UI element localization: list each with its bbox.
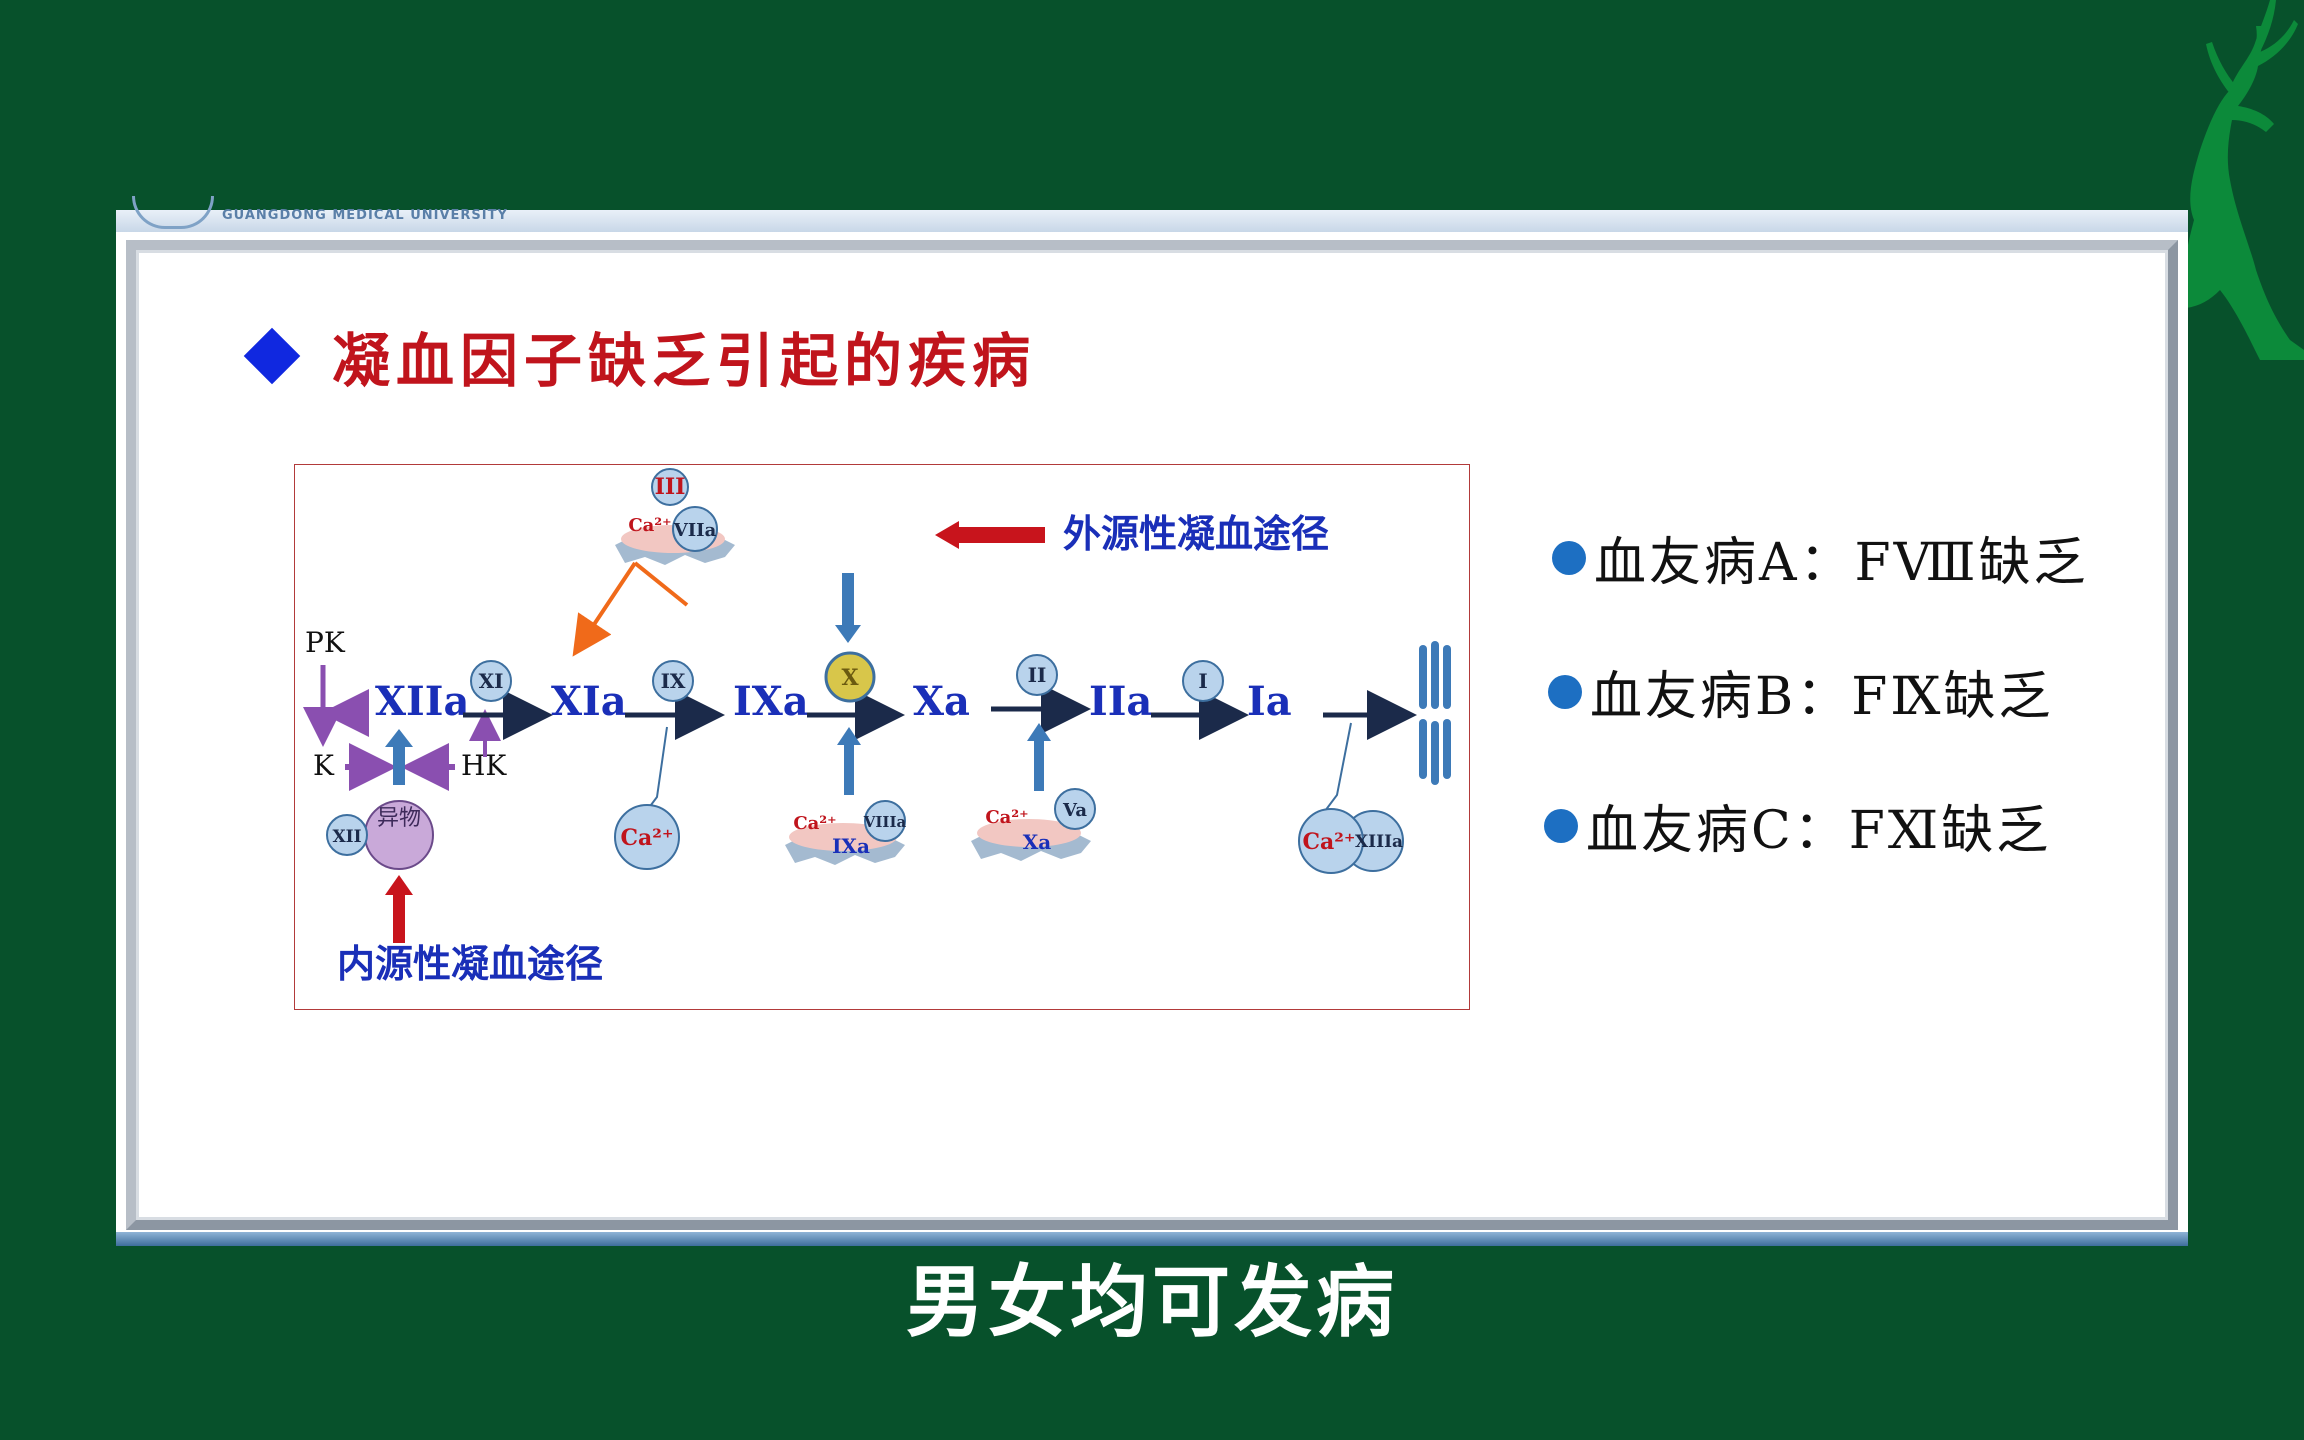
list-item: 血友病A：FⅧ缺乏	[1552, 520, 2089, 595]
factor-IX: IX	[661, 669, 686, 693]
slide-title-text: 凝血因子缺乏引起的疾病	[332, 327, 1037, 395]
list-item: 血友病C：FⅪ缺乏	[1544, 788, 2051, 863]
bullet-dot-icon	[1548, 674, 1582, 709]
factor-XI: XI	[479, 669, 504, 693]
chain-IIa: IIa	[1089, 678, 1152, 725]
deer-logo-icon	[2183, 0, 2304, 360]
extrinsic-to-IX-arrow	[633, 561, 689, 607]
factor-K: K	[313, 749, 335, 782]
list-item: 血友病B：FⅨ缺乏	[1548, 654, 2053, 729]
extrinsic-pathway-label: 外源性凝血途径	[1063, 511, 1329, 556]
factor-Va: Va	[1062, 800, 1087, 821]
video-caption: 男女均可发病	[905, 1258, 1398, 1348]
university-name: GUANGDONG MEDICAL UNIVERSITY	[222, 208, 508, 223]
calcium-prothrombinase: Ca²⁺	[985, 807, 1028, 828]
factor-I: I	[1198, 669, 1207, 693]
calcium-fibrin: Ca²⁺	[1302, 829, 1355, 855]
foreign-body-label: 异物	[377, 806, 421, 831]
factor-Xa-small: Xa	[1023, 830, 1052, 854]
chain-Ia: Ia	[1247, 678, 1292, 725]
chain-XIa: XIa	[551, 678, 627, 725]
slide-bottom-bar	[116, 1232, 2188, 1246]
bullet-dot-icon	[1552, 540, 1586, 575]
factor-X: X	[841, 665, 859, 691]
slide-header-strip	[116, 210, 2188, 232]
coagulation-diagram-svg: III VIIa Ca²⁺ 外源性凝血途径 PK K HK 异物 XII	[303, 468, 1451, 986]
hemophilia-c-text: 血友病C：FⅪ缺乏	[1586, 801, 2052, 861]
slide-title: 凝血因子缺乏引起的疾病	[242, 316, 1036, 396]
factor-PK: PK	[305, 626, 346, 659]
factor-IXa-small: IXa	[832, 834, 870, 858]
chain-Xa: Xa	[913, 678, 970, 725]
factor-III: III	[655, 474, 686, 500]
factor-II: II	[1028, 663, 1047, 687]
chain-XIIa: XIIa	[375, 678, 469, 725]
diamond-bullet-icon	[243, 327, 301, 385]
factor-VIIIa: VIIIa	[863, 813, 907, 831]
hemophilia-b-text: 血友病B：FⅨ缺乏	[1590, 667, 2054, 727]
calcium-top: Ca²⁺	[628, 515, 671, 536]
bullet-dot-icon	[1544, 808, 1578, 843]
chain-IXa: IXa	[733, 678, 809, 725]
factor-VIIa: VIIa	[673, 520, 717, 541]
calcium-tenase: Ca²⁺	[793, 813, 836, 834]
coagulation-diagram: III VIIa Ca²⁺ 外源性凝血途径 PK K HK 异物 XII	[294, 464, 1470, 1010]
fibrin-strands-icon	[1419, 641, 1451, 785]
calcium-intrinsic: Ca²⁺	[620, 825, 673, 851]
factor-XII: XII	[332, 827, 361, 847]
factor-XIIIa: XIIIa	[1355, 832, 1403, 852]
hemophilia-a-text: 血友病A：FⅧ缺乏	[1594, 533, 2089, 593]
tissue-factor-complex: III VIIa Ca²⁺	[615, 468, 735, 565]
intrinsic-pathway-label: 内源性凝血途径	[337, 941, 603, 986]
